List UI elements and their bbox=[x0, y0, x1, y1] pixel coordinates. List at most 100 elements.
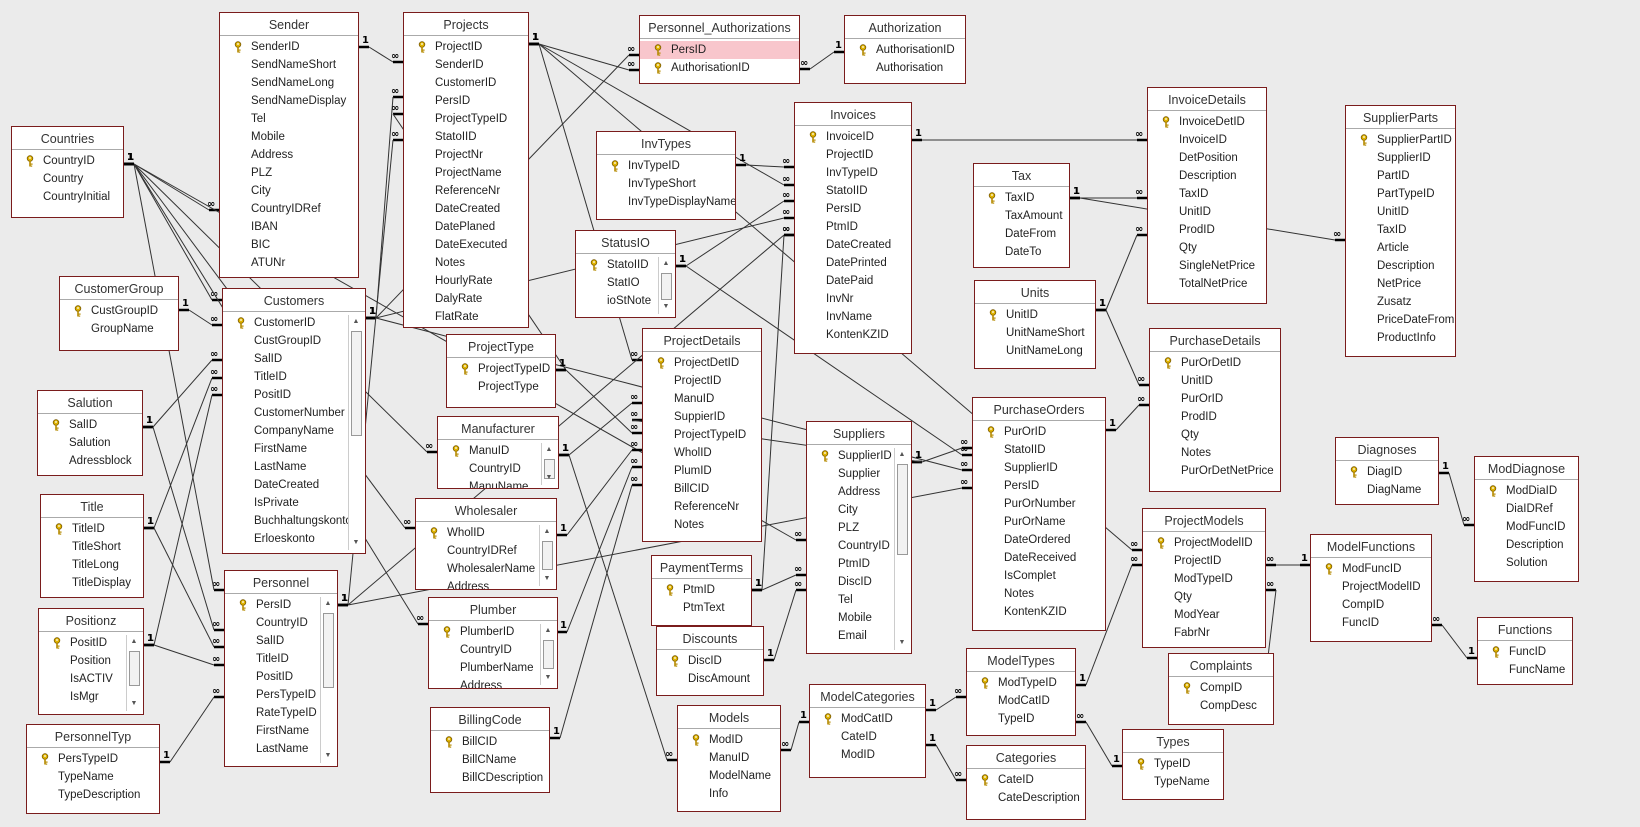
field-row[interactable]: PersTypeID bbox=[225, 686, 337, 704]
field-row[interactable]: Position bbox=[39, 652, 143, 670]
field-row[interactable]: TypeID bbox=[1123, 755, 1223, 773]
field-row[interactable]: CompanyName bbox=[223, 422, 365, 440]
field-row[interactable]: Description bbox=[1475, 536, 1578, 554]
table-title[interactable]: ModelFunctions bbox=[1311, 535, 1431, 558]
table-title[interactable]: Functions bbox=[1478, 618, 1572, 641]
field-row[interactable]: DateCreated bbox=[223, 476, 365, 494]
field-row[interactable]: FirstName bbox=[225, 722, 337, 740]
field-row[interactable]: ModDiaID bbox=[1475, 482, 1578, 500]
field-row[interactable]: Description bbox=[1148, 167, 1266, 185]
field-row[interactable]: Notes bbox=[973, 585, 1105, 603]
table-title[interactable]: BillingCode bbox=[431, 708, 549, 731]
field-row[interactable]: DatePlaned bbox=[404, 218, 528, 236]
field-row[interactable]: ProdID bbox=[1150, 408, 1280, 426]
scroll-thumb[interactable] bbox=[129, 651, 140, 687]
field-row[interactable]: Email bbox=[807, 627, 911, 645]
scroll-thumb[interactable] bbox=[544, 459, 555, 480]
field-row[interactable]: DateTo bbox=[974, 243, 1069, 261]
field-row[interactable]: GroupName bbox=[60, 320, 178, 338]
field-row[interactable]: SendNameLong bbox=[220, 74, 358, 92]
field-row[interactable]: Authorisation bbox=[845, 59, 965, 77]
field-row[interactable]: TaxID bbox=[1346, 221, 1455, 239]
field-row[interactable]: ProjectNr bbox=[404, 146, 528, 164]
field-row[interactable]: BillCDescription bbox=[431, 769, 549, 787]
field-row[interactable]: UnitID bbox=[975, 306, 1095, 324]
scroll-down-arrow-icon[interactable]: ▼ bbox=[543, 575, 551, 582]
scroll-down-arrow-icon[interactable]: ▼ bbox=[898, 639, 906, 646]
field-row[interactable]: PersID bbox=[640, 41, 799, 59]
field-row[interactable]: City bbox=[220, 182, 358, 200]
field-row[interactable]: IsMgr bbox=[39, 688, 143, 706]
field-row[interactable]: ProdID bbox=[1148, 221, 1266, 239]
field-row[interactable]: UnitNameShort bbox=[975, 324, 1095, 342]
field-row[interactable]: SenderID bbox=[220, 38, 358, 56]
field-row[interactable]: PositID bbox=[225, 668, 337, 686]
field-row[interactable]: TitleDisplay bbox=[41, 574, 143, 592]
field-row[interactable]: LastName bbox=[223, 458, 365, 476]
field-row[interactable]: Mobile bbox=[220, 128, 358, 146]
scroll-thumb[interactable] bbox=[897, 464, 908, 555]
field-row[interactable]: BillCName bbox=[431, 751, 549, 769]
field-row[interactable]: WholID bbox=[643, 444, 761, 462]
field-row[interactable]: ModFuncID bbox=[1475, 518, 1578, 536]
field-row[interactable]: City bbox=[807, 501, 911, 519]
table-title[interactable]: Projects bbox=[404, 13, 528, 36]
field-row[interactable]: SalID bbox=[38, 416, 142, 434]
field-row[interactable]: PtmID bbox=[652, 581, 751, 599]
field-row[interactable]: LastName bbox=[225, 740, 337, 758]
field-row[interactable]: FlatRate bbox=[404, 308, 528, 326]
field-row[interactable]: Adressblock bbox=[38, 452, 142, 470]
field-row[interactable]: CustGroupID bbox=[223, 332, 365, 350]
field-row[interactable]: TotalNetPrice bbox=[1148, 275, 1266, 293]
field-row[interactable]: UnitNameLong bbox=[975, 342, 1095, 360]
field-row[interactable]: InvTypeShort bbox=[597, 175, 735, 193]
scroll-thumb[interactable] bbox=[542, 541, 553, 570]
field-row[interactable]: ManuName bbox=[438, 478, 558, 488]
field-row[interactable]: DiagName bbox=[1336, 481, 1438, 499]
vertical-scrollbar[interactable]: ▲▼ bbox=[126, 635, 141, 711]
field-row[interactable]: IsComplet bbox=[973, 567, 1105, 585]
field-row[interactable]: FirstName bbox=[223, 440, 365, 458]
field-row[interactable]: StatIO bbox=[576, 274, 675, 292]
field-row[interactable]: KontenKZID bbox=[973, 603, 1105, 621]
field-row[interactable]: ModelName bbox=[678, 767, 780, 785]
field-row[interactable]: Qty bbox=[1148, 239, 1266, 257]
table-title[interactable]: ModDiagnose bbox=[1475, 457, 1578, 480]
field-row[interactable]: Tel bbox=[220, 110, 358, 128]
field-row[interactable]: SuppierID bbox=[643, 408, 761, 426]
field-row[interactable]: PurOrDetNetPrice bbox=[1150, 462, 1280, 480]
scroll-thumb[interactable] bbox=[351, 331, 362, 437]
vertical-scrollbar[interactable]: ▲▼ bbox=[539, 525, 554, 586]
field-row[interactable]: SingleNetPrice bbox=[1148, 257, 1266, 275]
scroll-thumb[interactable] bbox=[543, 640, 554, 669]
field-row[interactable]: BIC bbox=[220, 236, 358, 254]
table-title[interactable]: Complaints bbox=[1169, 654, 1273, 677]
field-row[interactable]: UnitID bbox=[1346, 203, 1455, 221]
field-row[interactable]: ProjectID bbox=[795, 146, 911, 164]
field-row[interactable]: Country bbox=[12, 170, 123, 188]
table-title[interactable]: PersonnelTyp bbox=[27, 725, 159, 748]
table-title[interactable]: Title bbox=[41, 495, 143, 518]
field-row[interactable]: PLZ bbox=[807, 519, 911, 537]
field-row[interactable]: AuthorisationID bbox=[640, 59, 799, 77]
field-row[interactable]: PositID bbox=[39, 634, 143, 652]
scroll-down-arrow-icon[interactable]: ▼ bbox=[352, 539, 360, 546]
field-row[interactable]: ModID bbox=[678, 731, 780, 749]
field-row[interactable]: StatoIID bbox=[404, 128, 528, 146]
field-row[interactable]: DiscID bbox=[657, 652, 763, 670]
field-row[interactable]: IBAN bbox=[220, 218, 358, 236]
vertical-scrollbar[interactable]: ▲▼ bbox=[541, 443, 556, 485]
table-title[interactable]: Authorization bbox=[845, 16, 965, 39]
field-row[interactable]: PartID bbox=[1346, 167, 1455, 185]
